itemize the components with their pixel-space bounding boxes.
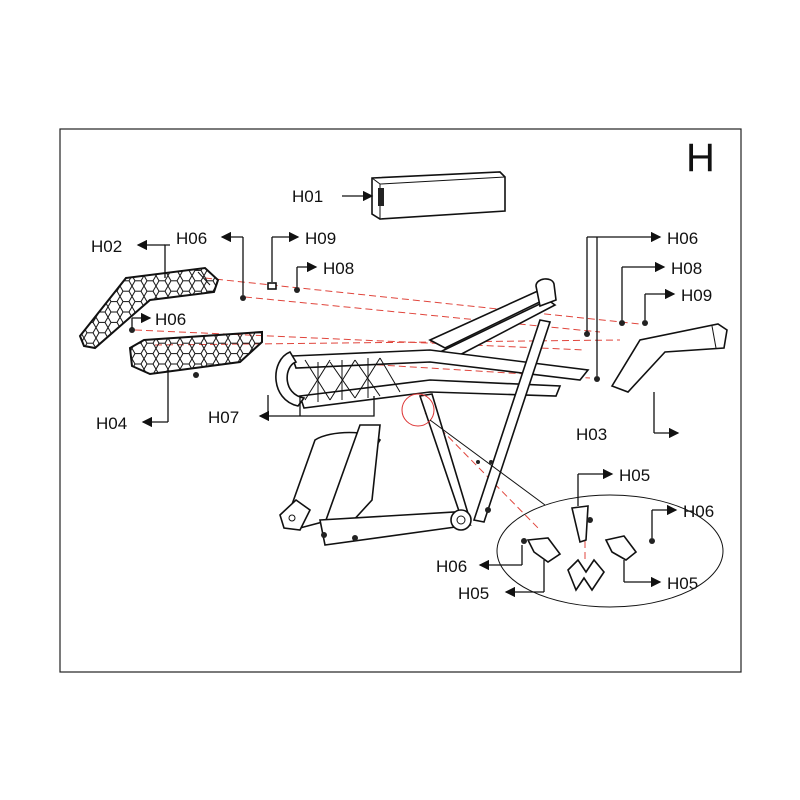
callout-h06-detail-right: H06 xyxy=(683,502,714,521)
callout-h05-right: H05 xyxy=(667,574,698,593)
page-border xyxy=(59,128,742,673)
callout-h04: H04 xyxy=(96,414,127,433)
side-cover-part-h03 xyxy=(610,323,728,393)
callout-h06-detail-left: H06 xyxy=(436,557,467,576)
lower-cover-part-h04 xyxy=(128,330,263,378)
callout-h06-top-right: H06 xyxy=(667,229,698,248)
callout-h03: H03 xyxy=(576,425,607,444)
callout-h08-left: H08 xyxy=(323,259,354,278)
callout-h05-left: H05 xyxy=(458,584,489,603)
callout-leaders xyxy=(131,190,680,598)
callout-h06-mid-left: H06 xyxy=(155,310,186,329)
detail-marker-ring xyxy=(401,393,435,427)
detail-callout-ellipse xyxy=(496,494,724,608)
side-cover-part-h02 xyxy=(78,266,220,350)
callout-h09-right: H09 xyxy=(681,286,712,305)
battery-part-h01 xyxy=(371,171,506,220)
callout-h07: H07 xyxy=(208,408,239,427)
detail-brackets xyxy=(521,505,655,592)
callout-h06-top-left: H06 xyxy=(176,229,207,248)
bike-frame xyxy=(275,278,590,546)
callout-h01: H01 xyxy=(292,187,323,206)
callout-h02: H02 xyxy=(91,237,122,256)
detail-leader-line xyxy=(429,419,546,506)
callout-h08-right: H08 xyxy=(671,259,702,278)
hardware-fasteners xyxy=(129,282,648,382)
section-letter: H xyxy=(686,136,715,180)
callout-h05-top: H05 xyxy=(619,466,650,485)
callout-h09-left: H09 xyxy=(305,229,336,248)
